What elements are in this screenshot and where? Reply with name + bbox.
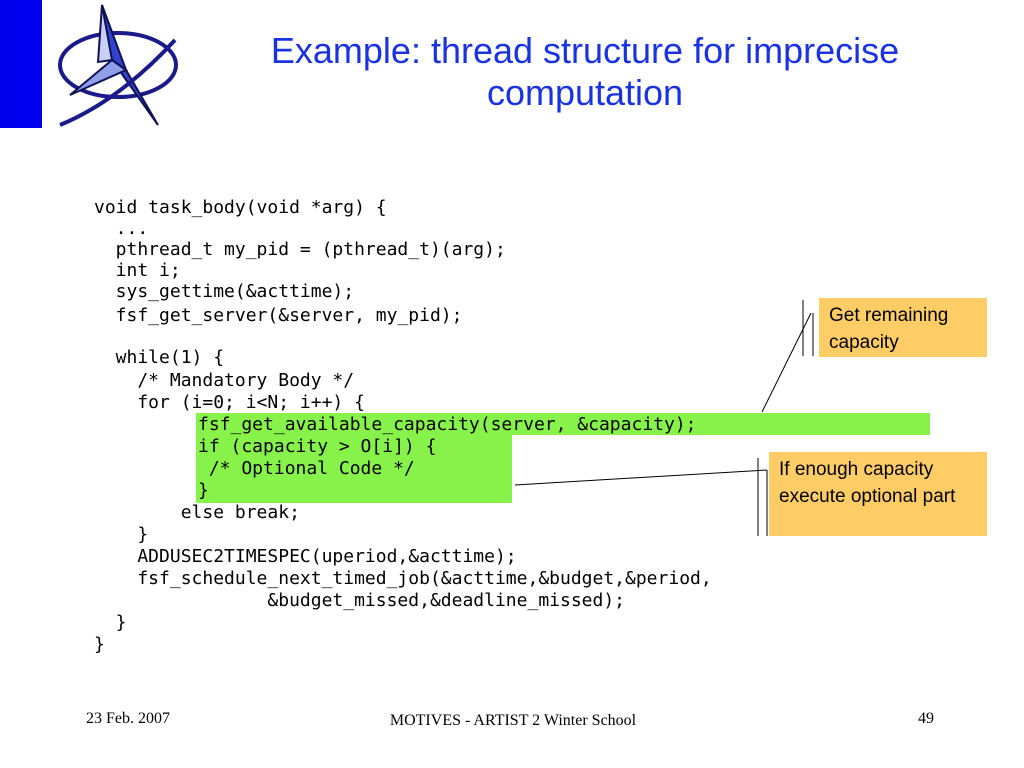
code-line: ... <box>94 218 149 239</box>
code-line: fsf_schedule_next_timed_job(&acttime,&bu… <box>94 568 712 589</box>
code-line: } <box>94 524 149 545</box>
code-line: } <box>94 634 105 655</box>
code-line: else break; <box>94 502 300 523</box>
callout-optional-part-text: If enough capacity execute optional part <box>779 459 956 507</box>
highlight-optional-block <box>196 435 512 503</box>
code-line: for (i=0; i<N; i++) { <box>94 392 365 413</box>
left-accent-bar <box>0 0 42 128</box>
footer-page-number: 49 <box>918 710 934 727</box>
code-line: fsf_get_server(&server, my_pid); <box>94 305 463 326</box>
code-line: while(1) { <box>94 347 225 368</box>
code-line: /* Mandatory Body */ <box>94 370 355 391</box>
code-line: void task_body(void *arg) { <box>94 197 387 218</box>
code-line-highlighted: /* Optional Code */ <box>198 458 415 479</box>
footer-center: MOTIVES - ARTIST 2 Winter School <box>389 712 637 729</box>
code-line-highlighted: if (capacity > O[i]) { <box>198 436 437 457</box>
slide-title: Example: thread structure for imprecise … <box>270 30 900 113</box>
code-line-highlighted: } <box>198 480 209 501</box>
callout-get-capacity: Get remaining capacity <box>819 298 987 357</box>
code-line: pthread_t my_pid = (pthread_t)(arg); <box>94 239 506 260</box>
code-line: sys_gettime(&acttime); <box>94 281 355 302</box>
callout-optional-part: If enough capacity execute optional part <box>769 452 987 536</box>
code-line: int i; <box>94 260 181 281</box>
code-line: } <box>94 612 127 633</box>
highlight-line-1 <box>196 413 930 435</box>
motives-logo-icon <box>58 4 178 127</box>
code-line: &budget_missed,&deadline_missed); <box>94 590 626 611</box>
code-line: ADDUSEC2TIMESPEC(uperiod,&acttime); <box>94 546 517 567</box>
callout-get-capacity-text: Get remaining capacity <box>829 305 949 353</box>
code-line-highlighted: fsf_get_available_capacity(server, &capa… <box>198 414 697 435</box>
footer-date: 23 Feb. 2007 <box>86 710 170 727</box>
